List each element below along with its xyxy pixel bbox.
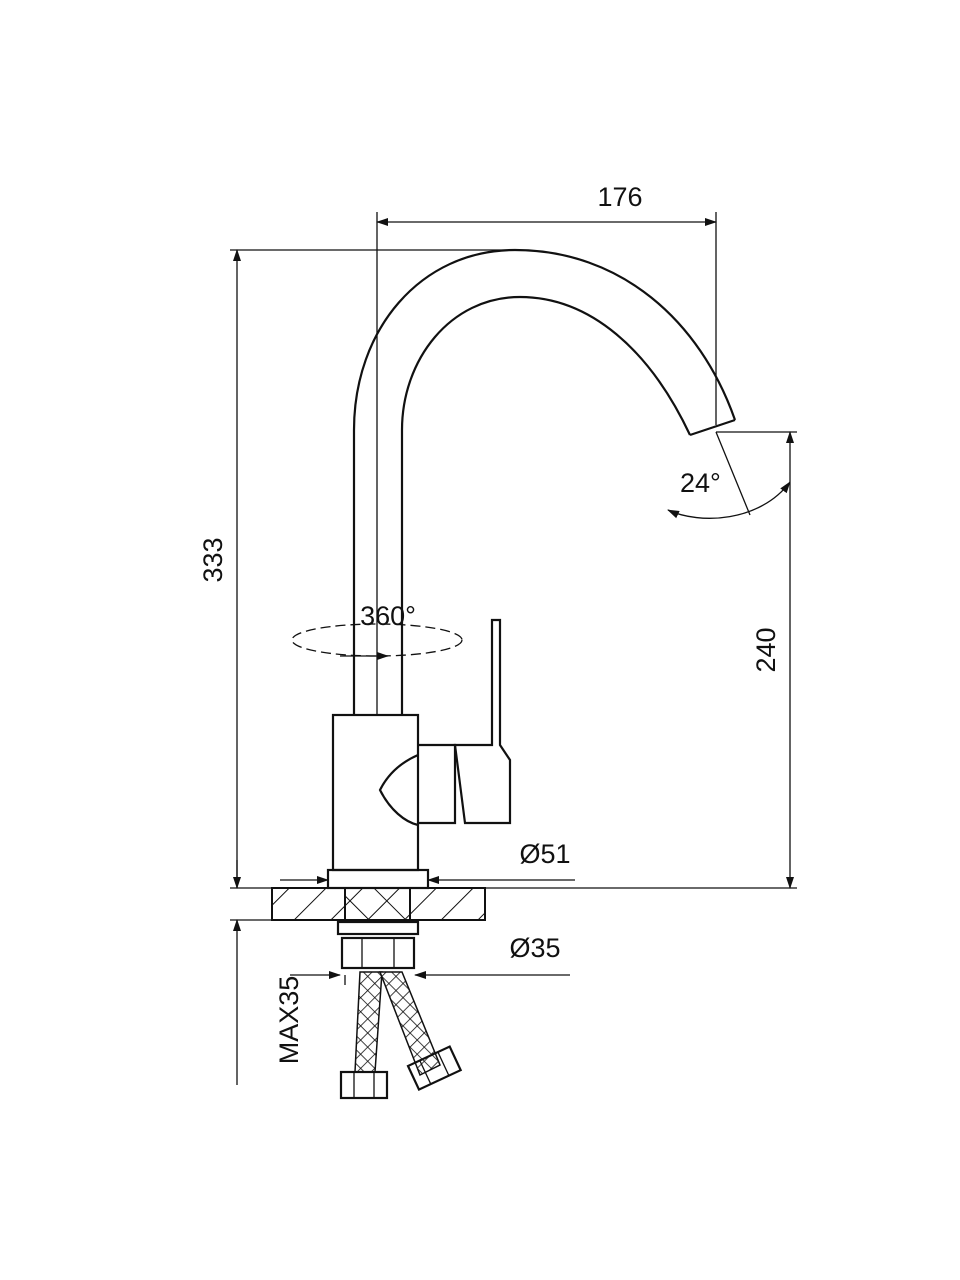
shank-nut: [336, 920, 420, 985]
dimension-label-333: 333: [198, 537, 228, 582]
dimension-spout-reach: 176: [376, 182, 717, 715]
dimension-max-counter-thickness: MAX35: [233, 860, 304, 1085]
dimension-label-24-deg: 24°: [680, 468, 721, 498]
dimension-label-176: 176: [597, 182, 642, 212]
mounting-base: [230, 868, 797, 921]
faucet-body: [331, 618, 512, 872]
dimension-label-240: 240: [751, 627, 781, 672]
supply-hoses: [339, 971, 463, 1100]
dimension-total-height: 333: [198, 249, 510, 889]
dimension-shank-diameter: Ø35: [290, 933, 570, 979]
dimension-label-d35: Ø35: [509, 933, 560, 963]
dimension-base-diameter: Ø51: [280, 839, 575, 884]
dimension-label-max35: MAX35: [274, 976, 304, 1065]
dimension-label-d51: Ø51: [519, 839, 570, 869]
dimension-label-360-deg: 360°: [360, 601, 416, 631]
dimension-spout-angle: 24°: [667, 431, 797, 519]
dimension-spout-height: 240: [751, 431, 794, 889]
rotation-indicator: 360°: [291, 601, 463, 660]
spout: [352, 248, 737, 715]
